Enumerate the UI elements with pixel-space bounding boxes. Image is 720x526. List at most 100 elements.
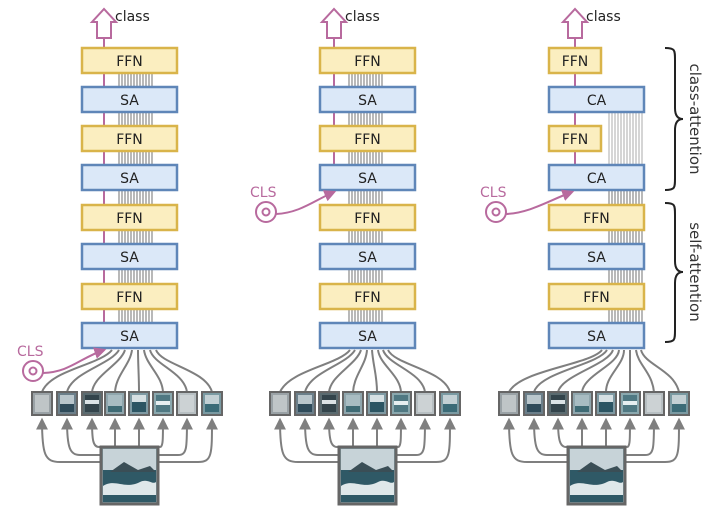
patch-token	[128, 391, 150, 416]
patch-token	[643, 391, 665, 416]
svg-text:SA: SA	[120, 329, 139, 345]
class-attention-bracket	[664, 47, 684, 191]
patch-token	[104, 391, 126, 416]
class-output-arrow	[560, 7, 590, 39]
svg-text:FFN: FFN	[116, 54, 143, 70]
sa-block: SA	[547, 321, 646, 350]
svg-text:SA: SA	[358, 250, 377, 266]
svg-text:SA: SA	[358, 329, 377, 345]
patch-fan-in	[508, 349, 680, 393]
sa-block: SA	[318, 163, 417, 192]
class-label: class	[586, 9, 621, 25]
ffn-block: FFN	[80, 203, 179, 232]
sa-block: SA	[80, 242, 179, 271]
sa-block: SA	[318, 85, 417, 114]
patch-token	[201, 391, 223, 416]
cls-label: CLS	[480, 185, 507, 201]
svg-text:FFN: FFN	[116, 132, 143, 148]
ca-block: CA	[547, 163, 646, 192]
ca-block: CA	[547, 85, 646, 114]
svg-text:SA: SA	[120, 93, 139, 109]
svg-text:FFN: FFN	[354, 290, 381, 306]
input-image	[99, 445, 160, 506]
ffn-block: FFN	[547, 282, 646, 311]
patch-token	[439, 391, 461, 416]
patch-tokens	[269, 391, 461, 416]
svg-text:FFN: FFN	[562, 132, 589, 148]
cls-insert-arrow	[275, 190, 337, 215]
class-label: class	[345, 9, 380, 25]
cls-token-icon	[485, 201, 507, 223]
svg-text:CA: CA	[587, 171, 607, 187]
svg-text:FFN: FFN	[354, 132, 381, 148]
ffn-block: FFN	[80, 282, 179, 311]
ffn-block: FFN	[80, 124, 179, 153]
patch-token	[668, 391, 690, 416]
patch-tokens	[31, 391, 223, 416]
patch-token	[56, 391, 78, 416]
ffn-block: FFN	[318, 282, 417, 311]
patch-token	[523, 391, 545, 416]
ffn-block: FFN	[318, 124, 417, 153]
ffn-block: FFN	[318, 203, 417, 232]
image-to-patch-arrows	[503, 417, 685, 463]
svg-text:SA: SA	[587, 250, 606, 266]
patch-token	[571, 391, 593, 416]
svg-text:CA: CA	[587, 93, 607, 109]
svg-text:SA: SA	[587, 329, 606, 345]
image-to-patch-arrows	[36, 417, 218, 463]
column-cls-at-input: class FFN SA FFN SA FFN SA FFN SA CLS	[17, 7, 223, 506]
svg-text:FFN: FFN	[116, 290, 143, 306]
svg-text:SA: SA	[120, 250, 139, 266]
ffn-block: FFN	[80, 46, 179, 75]
sa-block: SA	[318, 321, 417, 350]
sa-block: SA	[318, 242, 417, 271]
cls-token-icon	[255, 201, 277, 223]
image-to-patch-arrows	[274, 417, 456, 463]
patch-token	[269, 391, 291, 416]
patch-fan-in	[279, 349, 451, 393]
column-cait-class-attention: class FFN CA FFN CA FFN SA FFN SA CLS	[480, 7, 704, 506]
cls-label: CLS	[250, 185, 277, 201]
svg-text:FFN: FFN	[562, 54, 589, 70]
class-output-arrow	[319, 7, 349, 39]
patch-token	[414, 391, 436, 416]
svg-text:SA: SA	[120, 171, 139, 187]
ffn-block: FFN	[547, 46, 603, 75]
patch-token	[81, 391, 103, 416]
patch-token	[176, 391, 198, 416]
patch-token	[547, 391, 569, 416]
patch-token	[498, 391, 520, 416]
ffn-block: FFN	[318, 46, 417, 75]
patch-token	[294, 391, 316, 416]
patch-token	[318, 391, 340, 416]
patch-fan-in	[41, 349, 213, 393]
patch-token	[595, 391, 617, 416]
cls-insert-arrow	[505, 189, 575, 215]
ffn-block: FFN	[547, 124, 603, 153]
patch-token	[619, 391, 641, 416]
svg-text:FFN: FFN	[583, 211, 610, 227]
svg-text:SA: SA	[358, 93, 377, 109]
column-cls-late-insertion: class FFN SA FFN SA FFN SA FFN SA CLS	[250, 7, 461, 506]
patch-tokens	[498, 391, 690, 416]
svg-text:FFN: FFN	[116, 211, 143, 227]
patch-token	[390, 391, 412, 416]
self-attention-bracket	[664, 202, 684, 343]
sa-block: SA	[80, 163, 179, 192]
svg-text:SA: SA	[358, 171, 377, 187]
sa-block: SA	[80, 85, 179, 114]
cls-insert-arrow	[42, 347, 107, 374]
cls-token-icon	[22, 360, 44, 382]
class-label: class	[115, 9, 150, 25]
patch-token	[342, 391, 364, 416]
svg-text:FFN: FFN	[354, 211, 381, 227]
self-attention-label: self-attention	[686, 222, 704, 322]
input-image	[566, 445, 627, 506]
svg-text:FFN: FFN	[583, 290, 610, 306]
cls-label: CLS	[17, 344, 44, 360]
patch-token	[152, 391, 174, 416]
input-image	[337, 445, 398, 506]
sa-block: SA	[80, 321, 179, 350]
